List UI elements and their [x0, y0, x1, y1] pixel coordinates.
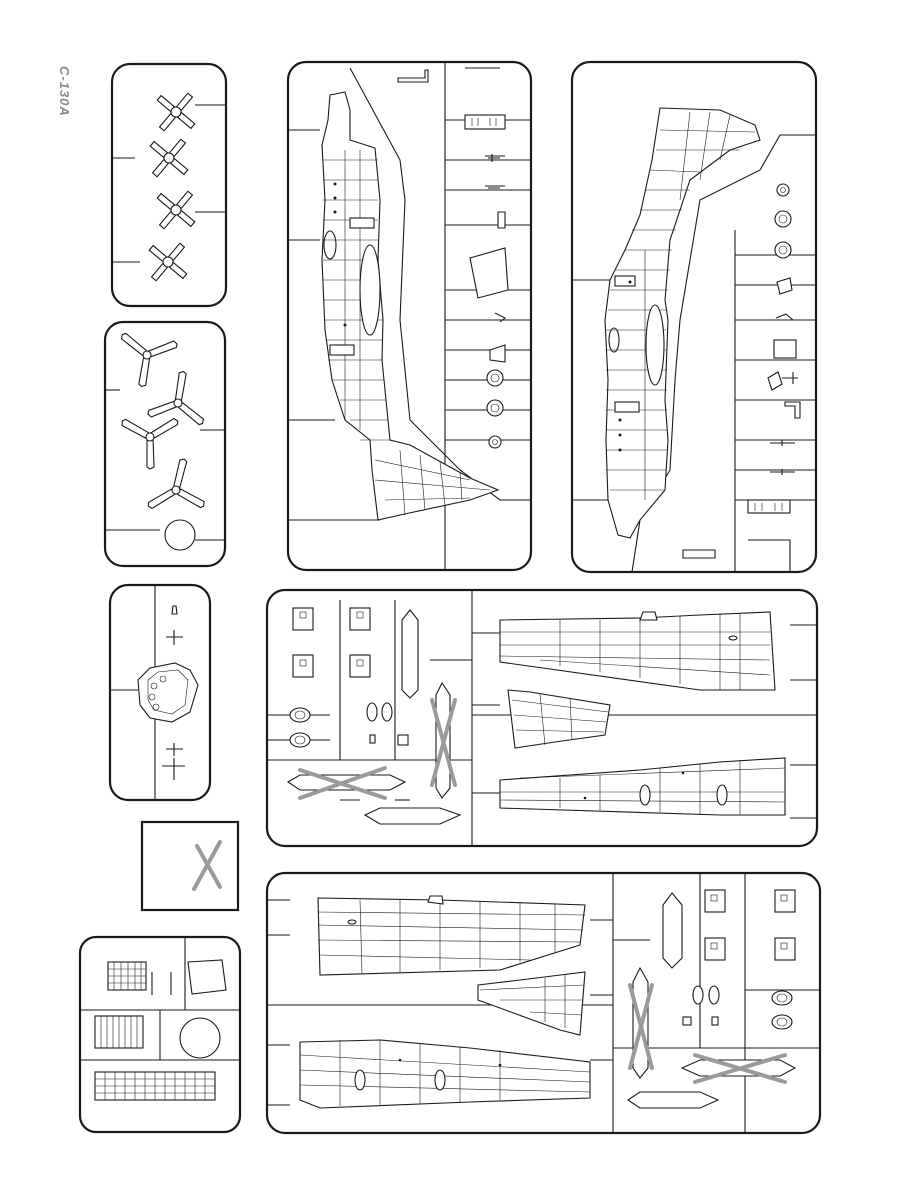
fuselage-half-right [322, 92, 498, 520]
decal-placeholder [142, 822, 238, 910]
rotor-part-1 [157, 93, 195, 131]
wing-part-3 [318, 898, 585, 975]
propeller-1 [120, 332, 178, 387]
propeller-4 [147, 458, 206, 509]
sprue-fuselage-right [288, 62, 531, 570]
rotor-part-3 [157, 191, 195, 229]
wing-part-1 [500, 612, 775, 690]
tailplane-part-2 [478, 972, 585, 1035]
sprue-fuselage-left [572, 62, 816, 572]
sprue-rotor-blades [112, 64, 226, 306]
rotor-part-4 [149, 243, 187, 281]
rotor-part-2 [150, 139, 188, 177]
propeller-2 [147, 371, 205, 426]
nav-light-top [172, 606, 177, 614]
cargo-window-strip [95, 1016, 143, 1048]
sprue-wing-lower [267, 873, 820, 1133]
windscreen-part [188, 960, 226, 994]
window-grid-part [108, 962, 146, 990]
fuselage-small-part [465, 115, 505, 129]
sprue-propellers [105, 322, 225, 566]
sprue-clear-parts [80, 937, 240, 1132]
propeller-3 [120, 418, 179, 469]
sprue-nose-canopy [110, 585, 210, 800]
sprue-wing-upper [267, 590, 817, 846]
round-window-part [180, 1018, 220, 1058]
tailplane-part [508, 690, 610, 748]
wing-part-4 [300, 1040, 590, 1108]
spinner-disc [165, 520, 195, 550]
fuselage-half-left [605, 108, 760, 538]
porthole-strip [95, 1072, 215, 1100]
